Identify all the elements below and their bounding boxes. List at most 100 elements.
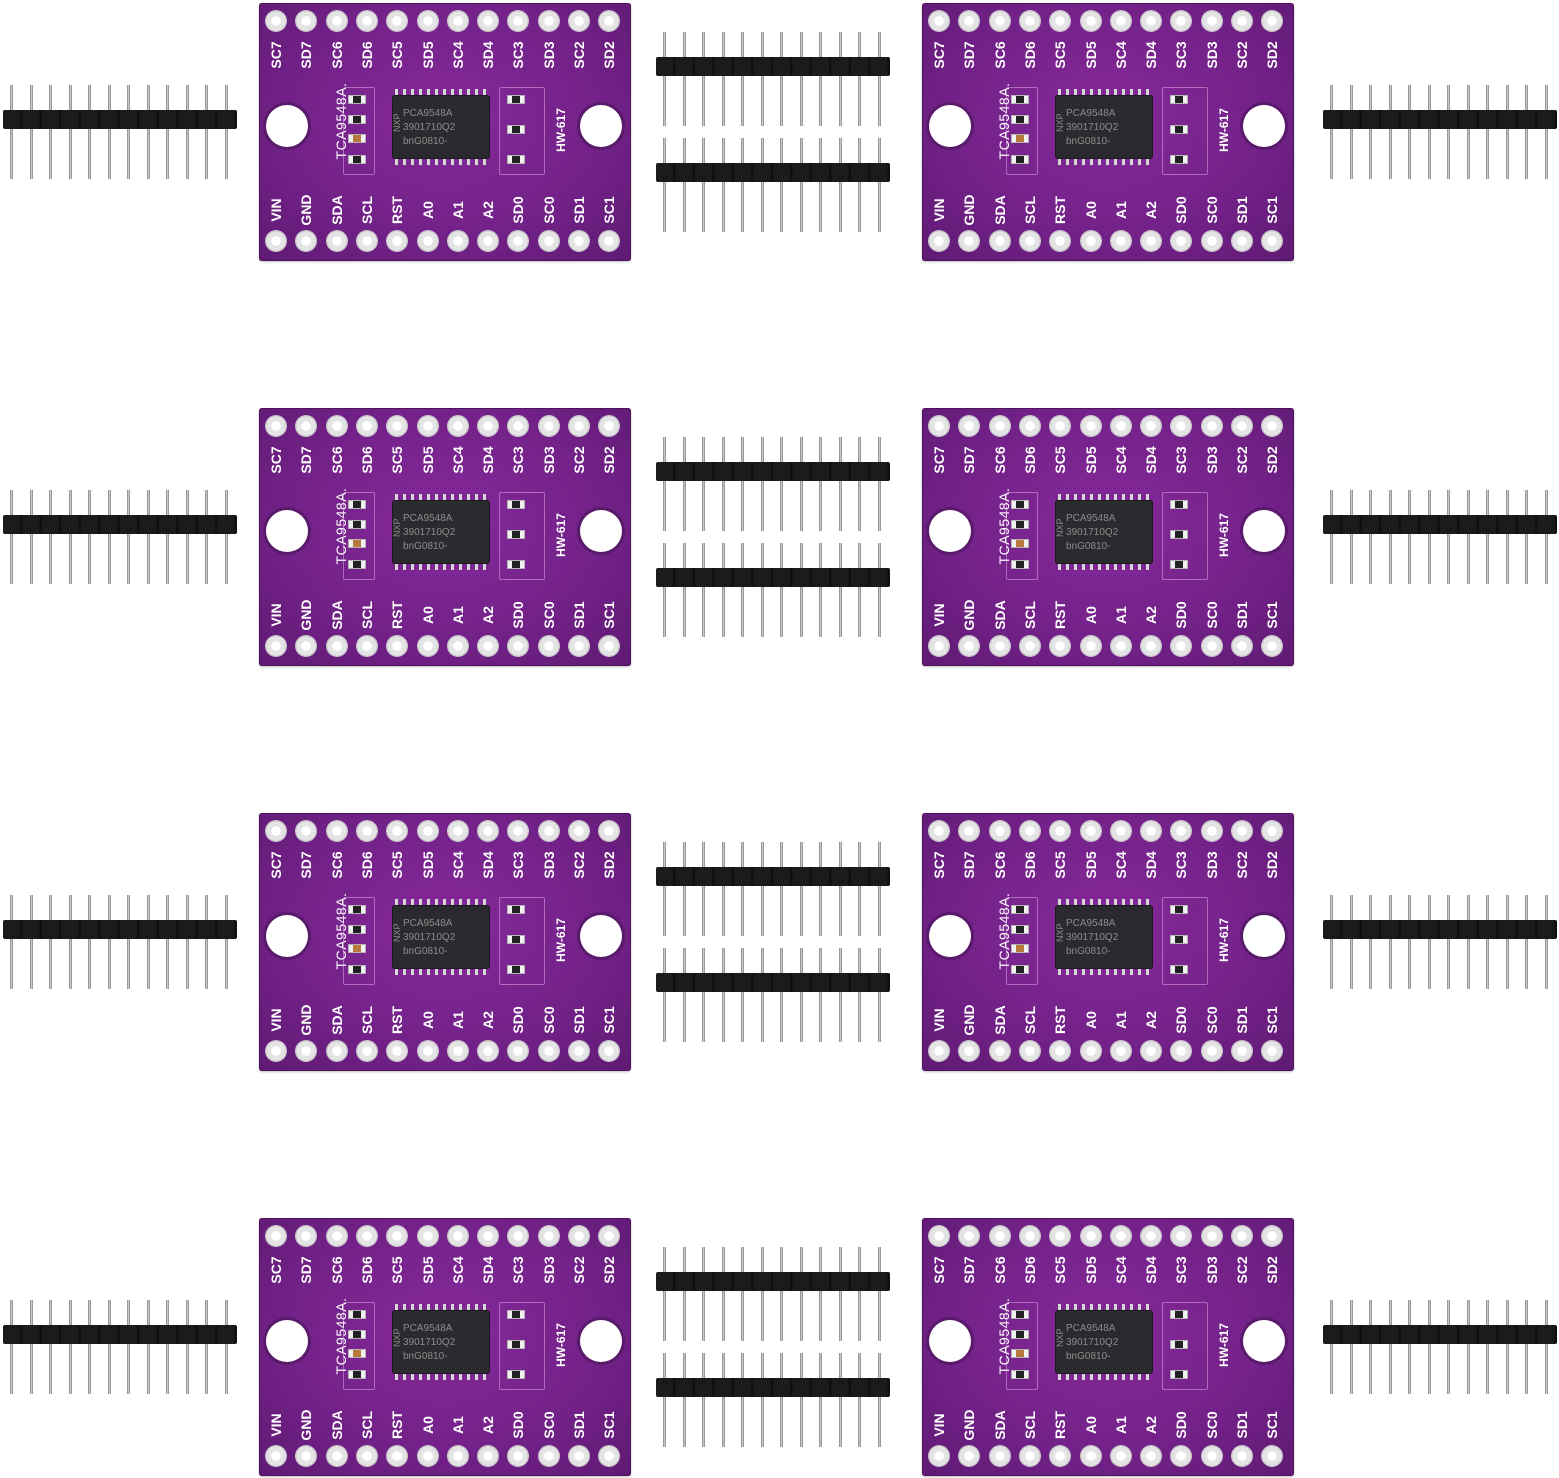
header-pin	[1388, 895, 1392, 989]
pin-label: SC0	[540, 1411, 557, 1439]
pin-label: A1	[449, 201, 466, 219]
solder-pad	[599, 1226, 620, 1246]
solder-pad	[1201, 636, 1222, 656]
header-pin	[858, 1247, 861, 1341]
solder-pad	[1232, 821, 1252, 841]
ic-brand-mark: NXP	[1055, 1328, 1065, 1347]
solder-pad	[296, 11, 317, 31]
header-pin	[205, 490, 208, 584]
pin-label: SC2	[571, 1256, 587, 1284]
header-pin	[10, 895, 13, 989]
solder-pad	[1110, 416, 1131, 436]
header-pin	[838, 842, 842, 936]
header-pin	[858, 543, 861, 637]
header-pin	[10, 1300, 13, 1394]
ic-marking-line: bnG0810-	[1066, 946, 1111, 957]
smd-component	[348, 905, 366, 914]
solder-pad	[326, 231, 347, 251]
header-pin	[799, 1247, 803, 1341]
solder-pad	[1080, 11, 1101, 31]
pin-label: SC7	[931, 446, 947, 474]
pin-label: SD2	[601, 41, 618, 69]
pin-label: SD4	[480, 41, 497, 69]
pin-label: RST	[389, 196, 406, 224]
header-pin	[799, 32, 803, 126]
solder-pad	[387, 1446, 408, 1466]
ic-brand-mark: NXP	[392, 518, 402, 537]
solder-pad	[569, 636, 589, 656]
header-pin	[838, 1353, 842, 1447]
solder-pad	[538, 1446, 559, 1466]
header-plastic-bar	[656, 462, 890, 481]
solder-pad	[989, 231, 1010, 251]
board-model-label: HW-617	[554, 108, 568, 152]
header-pin	[760, 948, 764, 1042]
silkscreen-outline	[343, 492, 375, 580]
solder-pad	[266, 636, 286, 656]
pin-header-strip	[656, 543, 890, 637]
ic-leads-top	[1058, 89, 1150, 96]
pin-label: SD2	[1264, 1256, 1281, 1284]
pin-label: SD6	[1021, 1256, 1038, 1284]
solder-pad	[929, 821, 949, 841]
solder-pad	[1110, 636, 1131, 656]
board-model-label: HW-617	[554, 918, 568, 962]
solder-pad	[929, 636, 949, 656]
solder-pad	[1110, 1041, 1131, 1061]
pin-label: SD2	[601, 1256, 618, 1284]
header-pin	[107, 85, 111, 179]
solder-pad	[478, 1446, 499, 1466]
ic-marking-line: PCA9548A	[1066, 108, 1116, 119]
solder-pad	[417, 231, 438, 251]
header-pin	[1408, 490, 1411, 584]
pin-label: SC1	[1264, 1006, 1281, 1034]
header-pin	[146, 895, 150, 989]
ic-brand-mark: NXP	[1055, 923, 1065, 942]
mounting-hole	[266, 1320, 308, 1362]
pin-label: A2	[1143, 606, 1160, 624]
silkscreen-outline	[1162, 1302, 1208, 1390]
silkscreen-outline	[1162, 897, 1208, 985]
solder-pad	[599, 231, 620, 251]
pin-label: SDA	[328, 1410, 345, 1440]
solder-pad	[356, 821, 377, 841]
header-pin	[741, 32, 744, 126]
silkscreen-outline	[499, 897, 545, 985]
solder-pad	[1141, 231, 1162, 251]
solder-pad	[959, 11, 980, 31]
pin-label: SC5	[1052, 41, 1069, 69]
header-pin	[1447, 490, 1450, 584]
pin-label: SCL	[358, 1411, 375, 1439]
pin-label: VIN	[931, 1413, 947, 1437]
solder-pad	[569, 821, 589, 841]
pin-label: SD3	[540, 446, 557, 474]
solder-pad	[989, 821, 1010, 841]
solder-pad	[508, 11, 529, 31]
smd-component	[348, 560, 366, 569]
header-pin	[1388, 1300, 1392, 1394]
smd-component	[1011, 115, 1029, 124]
mounting-hole	[929, 105, 971, 147]
header-pin	[1427, 1300, 1431, 1394]
header-pin	[1466, 85, 1470, 179]
header-pin	[88, 490, 91, 584]
solder-pad	[478, 416, 499, 436]
solder-pad	[1262, 11, 1283, 31]
solder-pad	[1262, 1226, 1283, 1246]
pin-label: A1	[1112, 201, 1129, 219]
header-pin	[1544, 1300, 1548, 1394]
solder-pad	[1232, 416, 1252, 436]
pin-label: SD5	[419, 41, 436, 69]
board-model-label: HW-617	[1217, 918, 1231, 962]
header-pin	[877, 32, 881, 126]
pin-label: SDA	[328, 195, 345, 225]
solder-pad	[1262, 231, 1283, 251]
smd-component	[1170, 1310, 1188, 1319]
smd-component	[348, 925, 366, 934]
pin-label: SC0	[540, 1006, 557, 1034]
header-pin	[702, 32, 705, 126]
ic-leads-top	[395, 1304, 487, 1311]
header-pin	[682, 437, 686, 531]
solder-pad	[1050, 1226, 1071, 1246]
smd-component	[507, 500, 525, 509]
